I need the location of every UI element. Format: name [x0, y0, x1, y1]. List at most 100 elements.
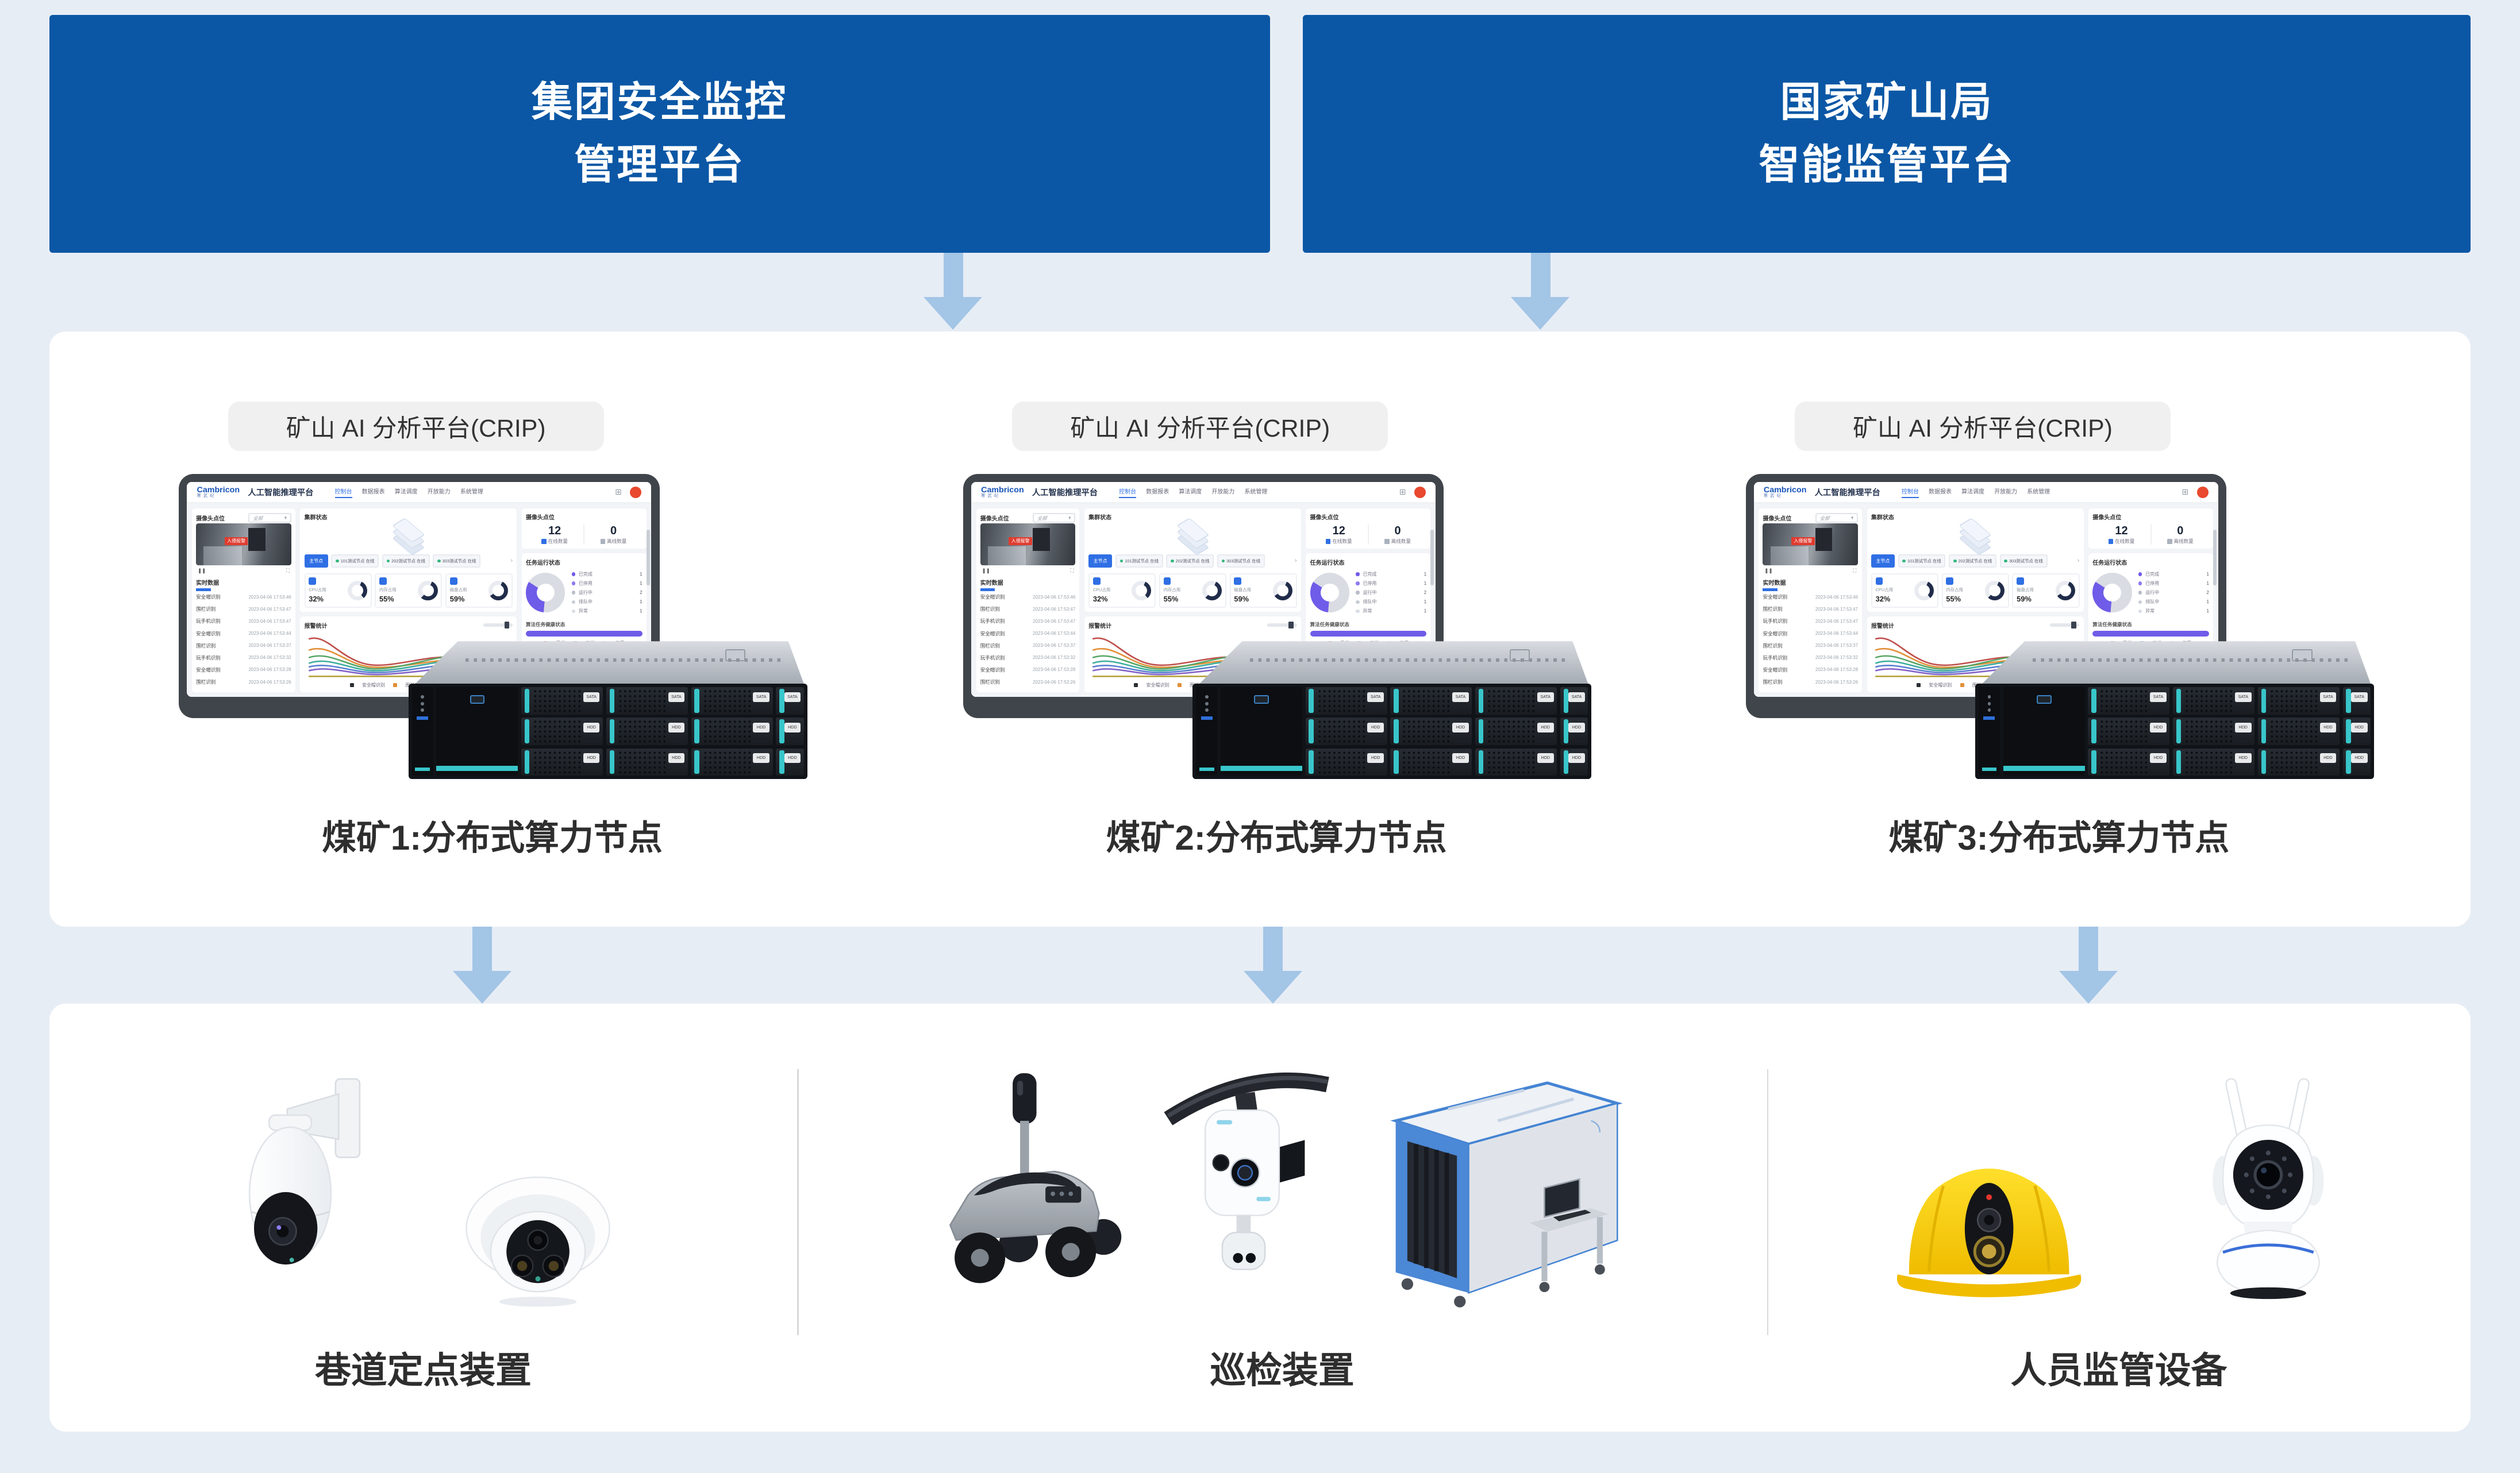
scrollbar[interactable] [646, 530, 650, 586]
avatar[interactable] [630, 486, 642, 498]
server-front: SATA SATA SATA SATA HDD HDD HDD HDD HDD … [1192, 684, 1592, 780]
node-pill[interactable]: 303测试节点 在线 [433, 554, 481, 568]
range-slider[interactable] [2050, 622, 2080, 628]
drive-bay: SATA [776, 687, 804, 715]
gauge-ring [1984, 581, 2005, 601]
bar-title: 算法任务健康状态 [1310, 621, 1349, 627]
nav-item[interactable]: 控制台 [334, 487, 352, 498]
range-slider[interactable] [483, 622, 513, 628]
active-node-button[interactable]: 主节点 [304, 554, 328, 568]
node-pill[interactable]: 303测试节点 在线 [1999, 554, 2048, 568]
cluster-panel: 集群状态 主节点 101测试节点 在线 202测试节点 在线 303测试节点 在… [1084, 508, 1301, 612]
scrollbar[interactable] [1430, 530, 1434, 586]
nav-item[interactable]: 算法调度 [394, 488, 418, 495]
nav-item[interactable]: 数据报表 [361, 488, 385, 495]
drive-label: HDD [2319, 722, 2337, 733]
chevron-right-icon[interactable]: › [510, 557, 513, 565]
apps-grid-icon[interactable]: ⊞ [615, 487, 622, 497]
panel-title: 报警统计 [1088, 623, 1112, 630]
health-progress-bar [2092, 631, 2209, 637]
active-node-button[interactable]: 主节点 [1088, 554, 1113, 568]
cluster-stack-icon [305, 517, 513, 556]
task-donut-chart [1310, 573, 1350, 612]
chevron-right-icon[interactable]: › [1294, 557, 1297, 565]
memory-gauge: 内存占用 55% [375, 573, 443, 608]
node-pill[interactable]: 101测试节点 在线 [1898, 554, 1946, 568]
pause-icon[interactable]: ❚❚ [1764, 568, 1773, 574]
fullscreen-icon[interactable]: ⛶ [1070, 568, 1074, 574]
camera-feed[interactable]: 入侵报警 [1763, 523, 1859, 566]
nav-item[interactable]: 开放能力 [1994, 488, 2018, 495]
drive-label: HDD [583, 722, 600, 733]
node-pill[interactable]: 303测试节点 在线 [1217, 554, 1265, 568]
drive-bay: HDD [521, 718, 603, 746]
apps-grid-icon[interactable]: ⊞ [1399, 487, 1406, 497]
tunnel-camera-group [49, 1013, 798, 1322]
dashboard-nav: 控制台 数据报表 算法调度 开放能力 系统管理 [1901, 487, 2050, 498]
range-slider[interactable] [1267, 622, 1297, 628]
gauge-ring [1202, 581, 1222, 601]
server-left-ear [411, 687, 433, 776]
nav-item[interactable]: 算法调度 [1179, 488, 1202, 495]
down-arrow-icon [452, 926, 512, 1004]
camera-select[interactable]: 全部▾ [248, 513, 291, 523]
camera-feed[interactable]: 入侵报警 [196, 523, 291, 566]
apps-grid-icon[interactable]: ⊞ [2182, 487, 2189, 497]
pause-icon[interactable]: ❚❚ [982, 568, 990, 574]
fullscreen-icon[interactable]: ⛶ [1853, 568, 1857, 574]
drive-label: HDD [1452, 722, 1469, 733]
node-pill[interactable]: 202测试节点 在线 [1949, 554, 1996, 568]
nav-item[interactable]: 系统管理 [1244, 488, 1268, 495]
nav-item[interactable]: 系统管理 [2027, 488, 2050, 495]
node-pill[interactable]: 101测试节点 在线 [331, 554, 379, 568]
camera-select[interactable]: 全部▾ [1815, 513, 1859, 523]
server-right-ear [1220, 687, 1302, 776]
gauge-ring [2055, 581, 2075, 601]
camera-online-icon [2108, 539, 2114, 544]
nav-item[interactable]: 系统管理 [460, 488, 483, 495]
pause-icon[interactable]: ❚❚ [197, 568, 206, 574]
nav-item[interactable]: 控制台 [1901, 487, 1919, 498]
nav-item[interactable]: 开放能力 [427, 488, 451, 495]
avatar[interactable] [1414, 486, 1426, 498]
drive-bay: SATA [1305, 687, 1387, 715]
nav-item[interactable]: 控制台 [1119, 487, 1137, 498]
chevron-right-icon[interactable]: › [2077, 557, 2080, 565]
dashboard-title: 人工智能推理平台 [1032, 488, 1098, 498]
active-node-button[interactable]: 主节点 [1871, 554, 1895, 568]
avatar[interactable] [2196, 486, 2209, 498]
panel-title: 集群状态 [304, 515, 328, 522]
drive-label: HDD [1537, 722, 1554, 733]
group-monitoring-platform-box: 集团安全监控 管理平台 [49, 14, 1270, 253]
cpu-gauge: CPU占用 32% [1088, 573, 1156, 608]
gauge-ring [488, 581, 509, 601]
node-pill[interactable]: 202测试节点 在线 [1166, 554, 1214, 568]
node-pill[interactable]: 101测试节点 在线 [1115, 554, 1163, 568]
drive-bay: HDD [2257, 748, 2340, 776]
nav-item[interactable]: 数据报表 [1928, 488, 1952, 495]
nav-item[interactable]: 开放能力 [1211, 488, 1235, 495]
chevron-down-icon: ▾ [1068, 515, 1071, 521]
fullscreen-icon[interactable]: ⛶ [286, 568, 290, 574]
camera-feed[interactable]: 入侵报警 [980, 523, 1076, 566]
memory-icon [1946, 577, 1954, 585]
scrollbar[interactable] [2213, 530, 2217, 586]
drive-label: HDD [784, 753, 801, 764]
disk-icon [449, 577, 457, 585]
nav-item[interactable]: 数据报表 [1146, 488, 1169, 495]
camera-select[interactable]: 全部▾ [1033, 513, 1076, 523]
node-pill[interactable]: 202测试节点 在线 [382, 554, 430, 568]
drive-bay: HDD [1390, 748, 1472, 776]
drive-bay: HDD [2257, 718, 2340, 746]
nav-item[interactable]: 算法调度 [1961, 488, 1985, 495]
